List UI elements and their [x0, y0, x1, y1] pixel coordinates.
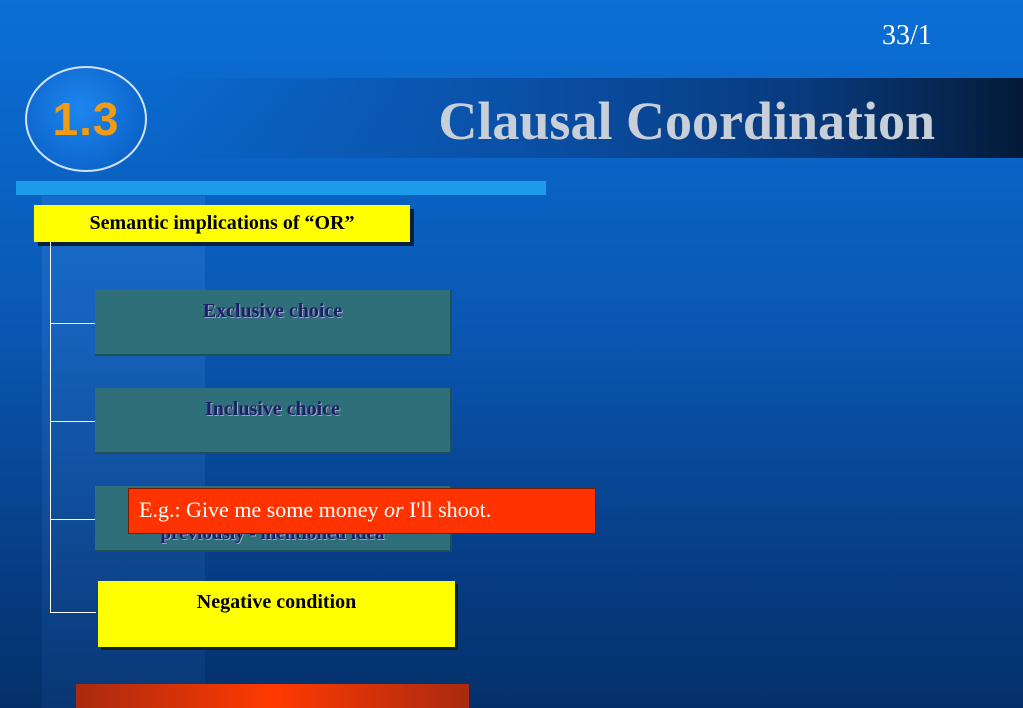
node-negative-condition: Negative condition	[98, 581, 455, 647]
slide-title: Clausal Coordination	[438, 91, 935, 151]
example-emphasis: or	[384, 497, 404, 522]
node-exclusive-choice: Exclusive choice	[95, 290, 452, 356]
example-text-before: E.g.: Give me some money	[139, 497, 385, 522]
tree-connector-horizontal	[50, 323, 96, 324]
section-number: 1.3	[52, 93, 120, 145]
section-badge: 1.3	[25, 66, 147, 172]
title-bar	[160, 78, 1023, 158]
example-text-after: I'll shoot.	[403, 497, 492, 522]
tree-connector-horizontal	[50, 519, 96, 520]
node-inclusive-choice: Inclusive choice	[95, 388, 452, 454]
tree-connector-horizontal	[50, 612, 96, 613]
tree-connector-horizontal	[50, 421, 96, 422]
example-callout: E.g.: Give me some money or I'll shoot.	[128, 488, 596, 534]
page-number: 33/1	[882, 20, 932, 51]
tree-connector-vertical	[50, 242, 51, 612]
bottom-decor-bar	[76, 684, 469, 708]
heading-box: Semantic implications of “OR”	[34, 205, 410, 242]
accent-bar	[16, 181, 546, 195]
